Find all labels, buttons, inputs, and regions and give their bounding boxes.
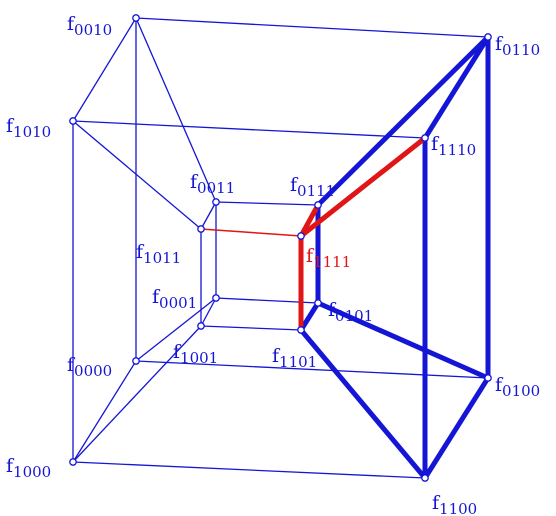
edge-f0110-f0111 (316, 35, 490, 207)
node-f0010 (132, 14, 140, 22)
edge-f0011-f1011 (200, 201, 217, 230)
label-subscript: 1000 (13, 463, 51, 481)
label-base: f (431, 133, 440, 155)
edge-f0010-f0011 (135, 17, 217, 203)
label-f0001: f0001 (152, 286, 197, 312)
edge-f1001-f1000 (72, 325, 202, 463)
label-base: f (272, 345, 281, 367)
edge-f1110-f1111 (299, 136, 427, 238)
label-subscript: 0111 (297, 182, 335, 200)
node-f0001 (212, 294, 220, 302)
node-f0000 (132, 357, 140, 365)
edge-f0100-f1100 (422, 376, 491, 480)
edge-f1000-f1100 (72, 461, 426, 479)
label-subscript: 0000 (74, 362, 112, 380)
node-f0011 (212, 198, 220, 206)
label-subscript: 1110 (438, 141, 476, 159)
edge-f1001-f1101 (200, 325, 302, 331)
label-f1101: f1101 (272, 345, 317, 371)
node-f1000 (69, 458, 77, 466)
label-base: f (328, 299, 337, 321)
edge-f1101-f1100 (299, 328, 427, 480)
node-f1011 (197, 225, 205, 233)
node-f0111 (314, 201, 322, 209)
label-subscript: 0110 (502, 41, 540, 59)
edge-f0000-f0100 (135, 360, 489, 379)
label-base: f (152, 286, 161, 308)
label-base: f (306, 245, 315, 267)
label-f0110: f0110 (495, 33, 540, 59)
label-f0010: f0010 (67, 13, 112, 39)
label-f0101: f0101 (328, 299, 373, 325)
label-f1111: f1111 (306, 245, 351, 271)
edge-f0001-f0000 (135, 297, 217, 362)
label-subscript: 1111 (313, 253, 351, 271)
node-layer (69, 14, 492, 482)
label-f1000: f1000 (6, 455, 51, 481)
edge-f0111-f1111 (298, 203, 321, 238)
node-f1001 (197, 322, 205, 330)
label-subscript: 1100 (439, 500, 477, 516)
edge-f0010-f0110 (135, 17, 489, 38)
node-f1010 (69, 117, 77, 125)
label-subscript: 1101 (279, 353, 317, 371)
label-base: f (190, 171, 199, 193)
label-base: f (290, 174, 299, 196)
node-f1111 (297, 232, 305, 240)
label-subscript: 1010 (13, 123, 51, 141)
label-f1110: f1110 (431, 133, 476, 159)
edge-f0101-f0100 (316, 300, 490, 381)
edge-layer (72, 17, 491, 480)
edge-f0101-f1101 (298, 301, 321, 332)
label-subscript: 0101 (335, 307, 373, 325)
node-f1110 (421, 134, 429, 142)
label-f0100: f0100 (495, 374, 540, 400)
label-f0000: f0000 (67, 354, 112, 380)
label-f1010: f1010 (6, 115, 51, 141)
label-base: f (6, 455, 15, 477)
label-base: f (6, 115, 15, 137)
label-f1011: f1011 (136, 241, 181, 267)
label-base: f (432, 492, 441, 514)
label-subscript: 0001 (159, 294, 197, 312)
label-base: f (495, 33, 504, 55)
label-subscript: 0011 (197, 179, 235, 197)
label-subscript: 0010 (74, 21, 112, 39)
label-subscript: 1001 (180, 349, 218, 367)
label-f1100: f1100 (432, 492, 477, 516)
label-f1001: f1001 (173, 341, 218, 367)
edge-f0000-f1000 (72, 360, 137, 463)
node-f0110 (484, 33, 492, 41)
label-subscript: 1011 (143, 249, 181, 267)
label-base: f (136, 241, 145, 263)
label-f0011: f0011 (190, 171, 235, 197)
label-base: f (495, 374, 504, 396)
node-f0100 (484, 374, 492, 382)
label-subscript: 0100 (502, 382, 540, 400)
edge-f0110-f1110 (422, 35, 491, 140)
edge-f0010-f1010 (72, 17, 137, 122)
edge-f1010-f1110 (72, 120, 426, 139)
node-f1101 (297, 326, 305, 334)
node-f1100 (421, 474, 429, 482)
label-base: f (67, 13, 76, 35)
label-base: f (173, 341, 182, 363)
edge-f1011-f1111 (200, 228, 302, 237)
edge-f0011-f0111 (215, 201, 319, 206)
label-base: f (67, 354, 76, 376)
node-f0101 (314, 299, 322, 307)
edge-f0001-f1001 (200, 297, 217, 327)
label-f0111: f0111 (290, 174, 335, 200)
edge-f1010-f1011 (72, 120, 202, 230)
